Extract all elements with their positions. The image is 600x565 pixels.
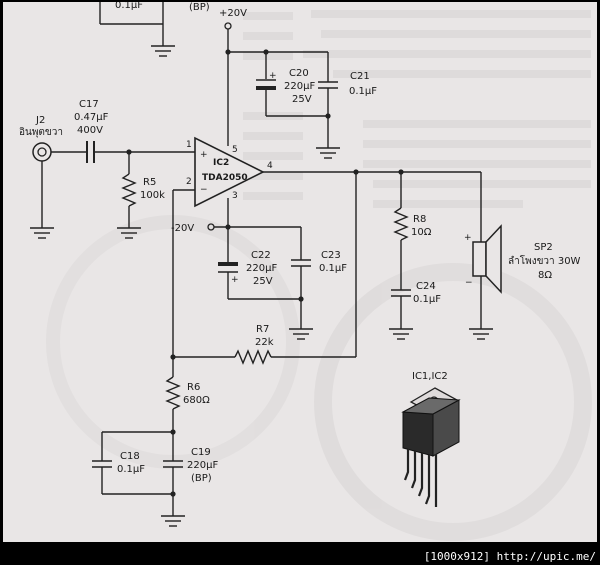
- top-partial-note: (BP): [189, 2, 210, 13]
- c20-ref: C20: [289, 68, 309, 79]
- ic2-pin2: 2: [186, 177, 192, 187]
- r8-ref: R8: [413, 214, 426, 225]
- c17-ref: C17: [79, 99, 99, 110]
- r5-resistor: R5 100k: [117, 152, 165, 239]
- ic2-pin1: 1: [186, 140, 192, 150]
- r6-value: 680Ω: [183, 395, 210, 406]
- r7-value: 22k: [255, 337, 274, 348]
- svg-text:+: +: [231, 275, 239, 285]
- sp2-name: ลำโพงขวา 30W: [508, 254, 581, 267]
- c21-capacitor: C21 0.1µF: [266, 52, 377, 159]
- c23-capacitor: C23 0.1µF: [289, 227, 347, 340]
- c22-ref: C22: [251, 250, 271, 261]
- c23-ref: C23: [321, 250, 341, 261]
- ic2-minus-sign: −: [200, 185, 208, 195]
- r5-ref: R5: [143, 177, 156, 188]
- c23-value: 0.1µF: [319, 263, 347, 274]
- c19-value: 220µF: [187, 460, 218, 471]
- c24-value: 0.1µF: [413, 294, 441, 305]
- c18-capacitor: C18 0.1µF: [92, 429, 176, 495]
- c19-capacitor: C19 220µF (BP): [161, 432, 218, 527]
- c22-value: 220µF: [246, 263, 277, 274]
- r7-ref: R7: [256, 324, 269, 335]
- negative-rail-label: -20V: [171, 223, 194, 234]
- c20-capacitor: + C20 220µF 25V: [256, 52, 315, 116]
- sp2-ref: SP2: [534, 242, 553, 253]
- input-jack-j2: J2 อินพุตขวา: [19, 115, 87, 239]
- top-partial-value: 0.1µF: [115, 2, 143, 11]
- c20-rating: 25V: [292, 94, 312, 105]
- package-label: IC1,IC2: [412, 371, 448, 382]
- ic2-pin5: 5: [232, 145, 238, 155]
- c17-value: 0.47µF: [74, 112, 109, 123]
- ic2-amplifier: + − IC2 TDA2050 1 2 4 5 3: [172, 136, 481, 357]
- r5-value: 100k: [140, 190, 165, 201]
- c17-rating: 400V: [77, 125, 103, 136]
- c18-value: 0.1µF: [117, 464, 145, 475]
- image-host-footer: [1000x912] http://upic.me/: [423, 550, 596, 563]
- ic2-part: TDA2050: [202, 173, 248, 183]
- c21-value: 0.1µF: [349, 86, 377, 97]
- svg-text:+: +: [464, 233, 472, 243]
- c20-value: 220µF: [284, 81, 315, 92]
- c19-note: (BP): [191, 473, 212, 484]
- c24-capacitor: C24 0.1µF: [389, 281, 441, 340]
- j2-ref: J2: [35, 115, 45, 126]
- j2-name: อินพุตขวา: [19, 127, 63, 138]
- to220-package-drawing: IC1,IC2: [401, 371, 461, 507]
- r8-value: 10Ω: [411, 227, 432, 238]
- r6-resistor: R6 680Ω: [165, 357, 210, 432]
- c17-capacitor: C17 0.47µF 400V: [74, 99, 195, 163]
- c21-ref: C21: [350, 71, 370, 82]
- top-partial-caps: 0.1µF (BP): [99, 2, 210, 57]
- r6-ref: R6: [187, 382, 200, 393]
- ic2-pin4: 4: [267, 161, 273, 171]
- schematic-sheet: 0.1µF (BP) +20V + C20 220µF: [3, 2, 597, 542]
- c19-ref: C19: [191, 447, 211, 458]
- tda2050-amplifier-schematic: 0.1µF (BP) +20V + C20 220µF: [19, 2, 592, 541]
- positive-rail-terminal: [224, 22, 232, 30]
- positive-rail-label: +20V: [219, 8, 247, 19]
- r8-resistor: R8 10Ω: [393, 172, 432, 290]
- svg-text:+: +: [269, 71, 277, 81]
- svg-text:−: −: [465, 278, 473, 288]
- ic2-ref: IC2: [213, 158, 229, 168]
- c18-ref: C18: [120, 451, 140, 462]
- background-bleed-text: [46, 10, 592, 541]
- positive-rail: +20V: [219, 8, 328, 146]
- speaker-sp2: + − SP2 ลำโพงขวา 30W 8Ω: [464, 172, 581, 340]
- ic2-pin3: 3: [232, 191, 238, 201]
- sp2-impedance: 8Ω: [538, 270, 552, 281]
- ic2-plus-sign: +: [200, 150, 208, 160]
- c24-ref: C24: [416, 281, 436, 292]
- c22-rating: 25V: [253, 276, 273, 287]
- c22-capacitor: + C22 220µF 25V: [218, 227, 301, 300]
